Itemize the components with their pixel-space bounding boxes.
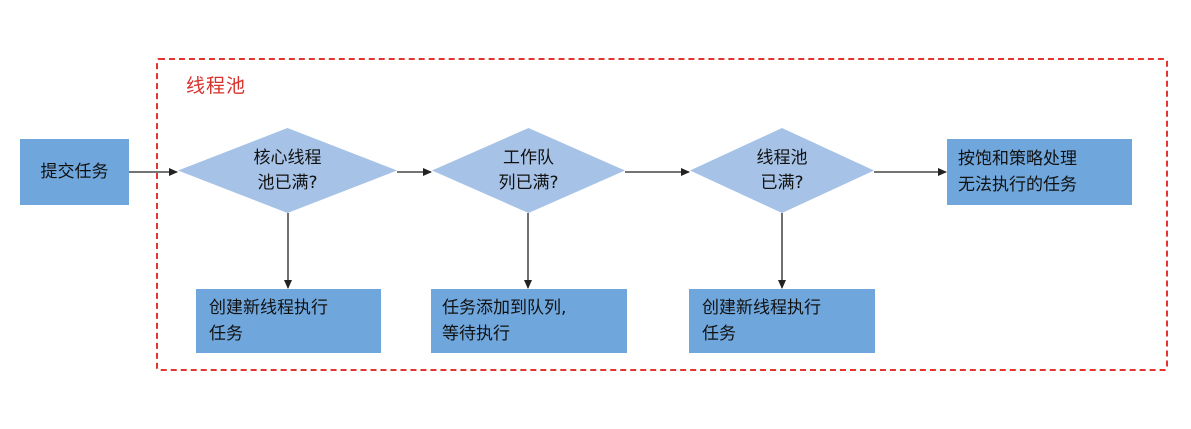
decision-line-1: 线程池 <box>756 147 808 168</box>
box-line-2: 任务 <box>702 324 736 344</box>
submit-task-label: 提交任务 <box>40 162 109 182</box>
queue-full-decision: 工作队 列已满? <box>432 128 625 213</box>
decision-shape <box>432 128 625 213</box>
enqueue-task-box: 任务添加到队列, 等待执行 <box>431 289 627 353</box>
reject-policy-box: 按饱和策略处理 无法执行的任务 <box>947 139 1132 205</box>
box-line-1: 创建新线程执行 <box>209 298 328 318</box>
decision-line-1: 核心线程 <box>253 147 322 168</box>
decision-shape <box>178 128 397 213</box>
core-pool-full-decision: 核心线程 池已满? <box>178 128 397 213</box>
decision-line-2: 列已满? <box>498 172 559 193</box>
box-line-2: 等待执行 <box>442 324 510 344</box>
create-core-thread-box: 创建新线程执行 任务 <box>196 289 381 353</box>
submit-task-box: 提交任务 <box>20 139 129 205</box>
thread-pool-boundary <box>156 58 1168 371</box>
decision-line-1: 工作队 <box>503 147 554 168</box>
pool-full-decision: 线程池 已满? <box>690 128 874 213</box>
box-line-1: 创建新线程执行 <box>702 298 821 318</box>
create-max-thread-box: 创建新线程执行 任务 <box>689 289 875 353</box>
decision-line-2: 已满? <box>760 172 804 193</box>
box-line-2: 任务 <box>209 324 243 344</box>
box-line-2: 无法执行的任务 <box>958 175 1077 195</box>
box-line-1: 按饱和策略处理 <box>958 149 1077 169</box>
thread-pool-title: 线程池 <box>186 75 247 97</box>
decision-line-2: 池已满? <box>257 172 318 193</box>
box-line-1: 任务添加到队列, <box>442 298 567 318</box>
decision-shape <box>690 128 874 213</box>
